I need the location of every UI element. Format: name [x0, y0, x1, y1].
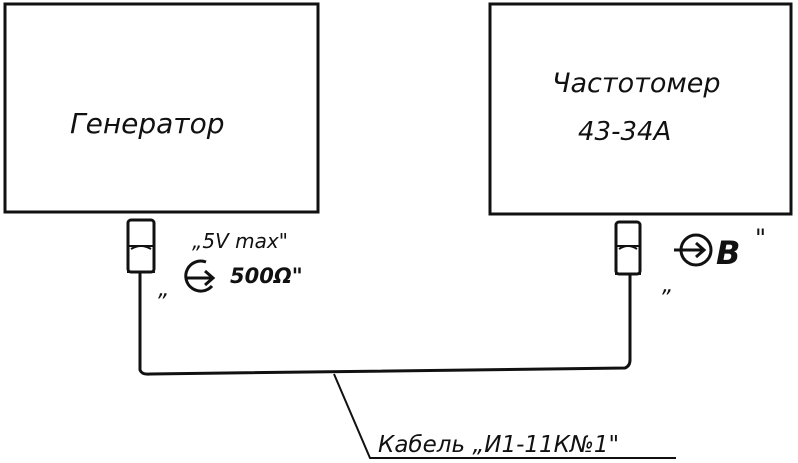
- counter-label-name: Частотомер: [552, 68, 721, 99]
- output-connector-symbol-icon: [184, 259, 216, 293]
- counter-label-model: 43-34А: [578, 117, 671, 147]
- counter-input-connector: [614, 220, 642, 276]
- generator-output-connector: [126, 218, 156, 274]
- cable-leader-line: [333, 373, 676, 459]
- cable-line: [138, 272, 632, 376]
- counter-input-label: В: [716, 234, 740, 272]
- counter-input-quote-open: „: [662, 273, 673, 298]
- cable-label: Кабель „И1-11К№1": [378, 432, 619, 458]
- generator-quote-mark: „: [158, 277, 169, 302]
- generator-impedance-label: 500Ω": [230, 264, 303, 288]
- generator-voltage-label: „5V max": [192, 229, 288, 253]
- counter-box: [488, 2, 793, 216]
- counter-input-quote-close: ": [755, 224, 766, 252]
- input-connector-symbol-icon: [674, 233, 713, 267]
- generator-box: [3, 2, 320, 214]
- generator-label: Генератор: [70, 107, 225, 140]
